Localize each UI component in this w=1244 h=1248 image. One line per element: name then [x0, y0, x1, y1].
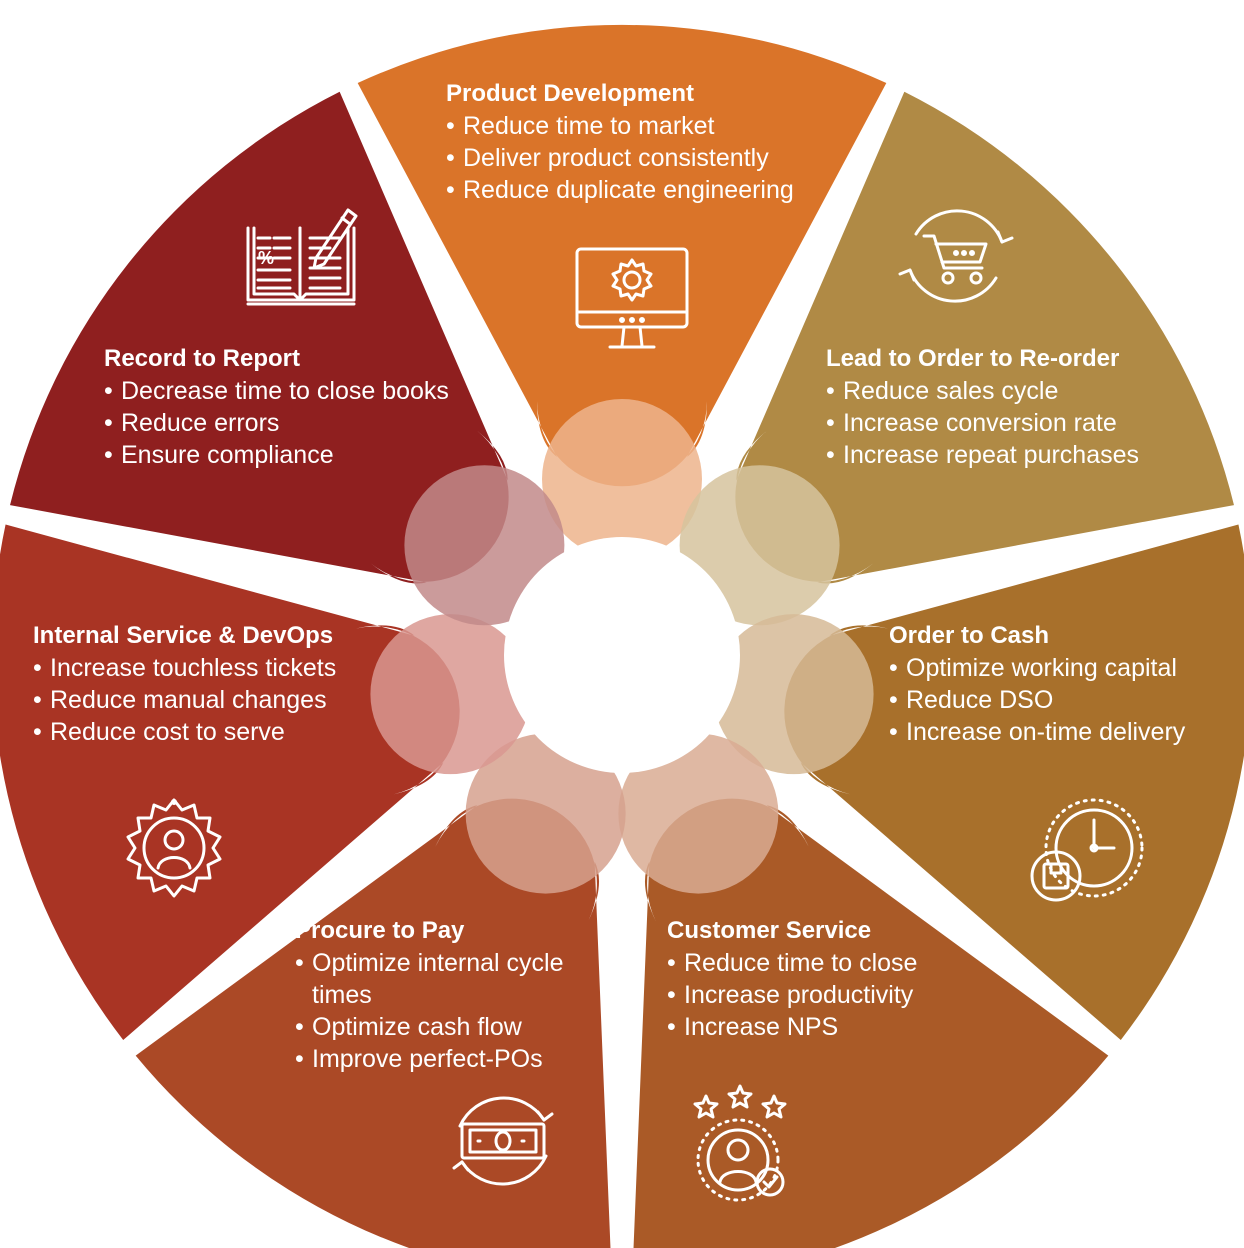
lobe-6: [370, 614, 531, 775]
stars-user-icon: [688, 1082, 792, 1204]
segment-title: Procure to Pay: [295, 917, 465, 944]
bullet-item: Decrease time to close books: [104, 375, 449, 407]
segment-bullets: Optimize internal cycle times Optimize c…: [295, 947, 612, 1075]
segment-title: Order to Cash: [889, 622, 1050, 649]
segment-text-procure-to-pay: Procure to Pay Optimize internal cycle t…: [295, 915, 612, 1075]
bullet-item: Reduce errors: [104, 407, 449, 439]
bullet-item: Reduce time to market: [446, 110, 794, 142]
segment-title: Internal Service & DevOps: [33, 622, 334, 649]
lobe-5: [465, 733, 626, 894]
segment-bullets: Reduce time to close Increase productivi…: [667, 947, 917, 1043]
bullet-item: Reduce time to close: [667, 947, 917, 979]
bullet-item: Increase repeat purchases: [826, 439, 1139, 471]
monitor-gear-icon: [574, 246, 690, 354]
bullet-item: Improve perfect-POs: [295, 1043, 612, 1075]
bullet-item: Optimize cash flow: [295, 1011, 612, 1043]
bullet-item: Deliver product consistently: [446, 142, 794, 174]
segment-bullets: Increase touchless tickets Reduce manual…: [33, 652, 336, 748]
bullet-item: Ensure compliance: [104, 439, 449, 471]
bullet-item: Reduce DSO: [889, 684, 1185, 716]
segment-bullets: Reduce sales cycle Increase conversion r…: [826, 375, 1139, 471]
bullet-item: Increase conversion rate: [826, 407, 1139, 439]
lobe-3: [713, 614, 874, 775]
segment-bullets: Optimize working capital Reduce DSO Incr…: [889, 652, 1185, 748]
bullet-item: Increase NPS: [667, 1011, 917, 1043]
gear-user-icon: [120, 796, 228, 904]
center-hub: [504, 537, 740, 773]
bullet-item: Reduce sales cycle: [826, 375, 1139, 407]
segment-text-lead-to-order: Lead to Order to Re-order Reduce sales c…: [826, 343, 1139, 471]
ledger-pencil-icon: %: [244, 202, 362, 308]
bullet-item: Increase productivity: [667, 979, 917, 1011]
bullet-item: Reduce cost to serve: [33, 716, 336, 748]
segment-text-record-to-report: Record to Report Decrease time to close …: [104, 343, 449, 471]
lobe-4: [618, 733, 779, 894]
lobe-1: [542, 399, 702, 559]
bullet-item: Optimize working capital: [889, 652, 1185, 684]
segment-text-product-development: Product Development Reduce time to marke…: [446, 78, 794, 206]
lobe-2: [679, 465, 840, 626]
segment-title: Lead to Order to Re-order: [826, 345, 1120, 372]
svg-text:%: %: [258, 248, 274, 268]
segment-bullets: Decrease time to close books Reduce erro…: [104, 375, 449, 471]
bullet-item: Increase on-time delivery: [889, 716, 1185, 748]
cart-cycle-icon: [894, 206, 1018, 306]
bullet-item: Optimize internal cycle times: [295, 947, 612, 1011]
segment-text-order-to-cash: Order to Cash Optimize working capital R…: [889, 620, 1185, 748]
segment-title: Product Development: [446, 80, 695, 107]
bullet-item: Reduce duplicate engineering: [446, 174, 794, 206]
money-cycle-icon: [440, 1090, 566, 1192]
bullet-item: Increase touchless tickets: [33, 652, 336, 684]
segment-title: Customer Service: [667, 917, 872, 944]
segment-text-internal-service: Internal Service & DevOps Increase touch…: [33, 620, 336, 748]
segment-title: Record to Report: [104, 345, 301, 372]
lobe-7: [404, 465, 565, 626]
clock-box-icon: [1030, 798, 1148, 904]
bullet-item: Reduce manual changes: [33, 684, 336, 716]
segment-text-customer-service: Customer Service Reduce time to close In…: [667, 915, 917, 1043]
segment-bullets: Reduce time to market Deliver product co…: [446, 110, 794, 206]
